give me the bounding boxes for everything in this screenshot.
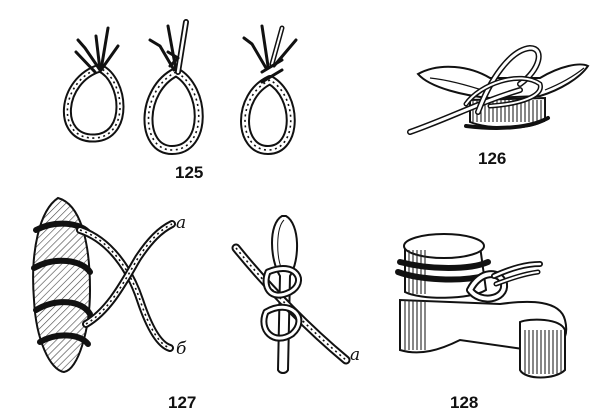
splice-loop-3 [240, 24, 298, 155]
figure-127: а б 127 [31, 196, 196, 412]
toggle-end-label-a: а [350, 345, 360, 365]
figure-125-label: 125 [175, 163, 203, 182]
end-label-b: б [176, 339, 187, 359]
end-label-a: а [176, 213, 186, 233]
figure-128: 128 [395, 233, 568, 412]
figure-126: 126 [407, 45, 590, 168]
cleat-rope [407, 45, 550, 135]
splice-loop-2 [143, 19, 204, 155]
figure-126-label: 126 [478, 149, 506, 168]
figure-127-label: 127 [168, 393, 196, 412]
figure-127-toggle: а [231, 215, 360, 374]
crossing-ends [76, 220, 176, 352]
figure-125: 125 [63, 19, 298, 182]
bollard-rope [395, 259, 543, 303]
figure-128-label: 128 [450, 393, 478, 412]
splice-loop-1 [63, 26, 125, 143]
